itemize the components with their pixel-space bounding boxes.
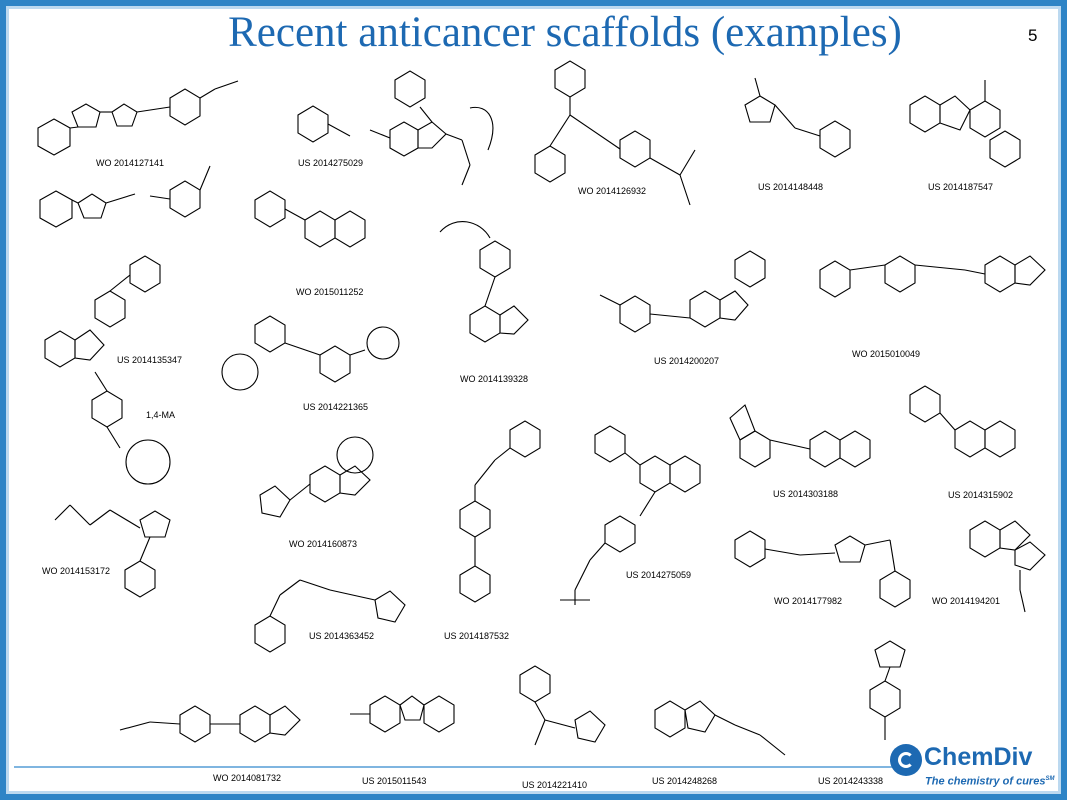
structure-us-2014148448 [744, 77, 851, 158]
label-us-2014275059: US 2014275059 [626, 570, 692, 580]
slide-title: Recent anticancer scaffolds (examples) [228, 9, 902, 56]
structure-us-2014221410 [519, 665, 606, 746]
label-us-2014315902: US 2014315902 [948, 490, 1014, 500]
label-us-2014303188: US 2014303188 [773, 489, 839, 499]
label-wo-2014126932: WO 2014126932 [578, 186, 647, 196]
structure-us-2014275059 [560, 425, 701, 605]
structure-us-2014363452 [254, 579, 406, 653]
structure-wo-2014139328 [439, 221, 529, 343]
structure-us-2014303188 [729, 404, 871, 468]
structure-wo-2014126932 [534, 60, 696, 206]
label-wo-2014081732: WO 2014081732 [213, 773, 282, 783]
slide-number: 5 [1028, 26, 1038, 45]
structure-wo-2015010049 [819, 255, 1046, 298]
structure-wo-2014160873 [259, 436, 374, 518]
structure-wo-2015011252 [254, 190, 366, 248]
structure-us-2015011543 [350, 695, 455, 733]
label-wo-2014127141: WO 2014127141 [96, 158, 165, 168]
structure-us-2014221365 [221, 315, 400, 391]
label-us-2014135347: US 2014135347 [117, 355, 183, 365]
label-wo-2014194201: WO 2014194201 [932, 596, 1001, 606]
chemdiv-logo-icon [890, 744, 922, 776]
label-us-2014363452: US 2014363452 [309, 631, 375, 641]
structure-wo-2014153172 [54, 504, 171, 598]
structure-wo-2014177982 [734, 530, 911, 608]
structure-us-2014200207 [599, 250, 766, 333]
brand-tagline: The chemistry of curesSM [925, 772, 1054, 789]
service-mark: SM [1045, 776, 1055, 782]
label-wo-2015011252: WO 2015011252 [296, 287, 364, 297]
label-us-2014221410: US 2014221410 [522, 780, 588, 790]
structure-wo-2014081732 [119, 705, 301, 743]
brand-tagline-text: The chemistry of cures [925, 775, 1046, 788]
label-wo-2014153172: WO 2014153172 [42, 566, 111, 576]
structure-us-2014243338 [869, 640, 906, 740]
structure-us-2014275029 [297, 70, 494, 186]
label-us-2014248268: US 2014248268 [652, 776, 718, 786]
label-wo-2014160873: WO 2014160873 [289, 539, 358, 549]
brand-name: ChemDiv [924, 743, 1033, 771]
label-wo-2014177982: WO 2014177982 [774, 596, 843, 606]
annotation-1-4-ma: 1,4-MA [146, 410, 176, 420]
structure-wo-2014127141-b [39, 165, 211, 228]
label-wo-2014139328: WO 2014139328 [460, 374, 529, 384]
label-us-2014200207: US 2014200207 [654, 356, 720, 366]
label-us-2014187547: US 2014187547 [928, 182, 994, 192]
footer-divider [14, 766, 894, 768]
chemdiv-logo: ChemDiv The chemistry of curesSM [888, 742, 1058, 792]
label-us-2014187532: US 2014187532 [444, 631, 510, 641]
label-us-2014243338: US 2014243338 [818, 776, 884, 786]
structure-us-2014135347 [44, 255, 171, 485]
label-us-2015011543: US 2015011543 [362, 776, 427, 786]
structure-us-2014315902 [909, 385, 1016, 458]
label-wo-2015010049: WO 2015010049 [852, 349, 921, 359]
label-us-2014275029: US 2014275029 [298, 158, 364, 168]
label-us-2014148448: US 2014148448 [758, 182, 824, 192]
structure-us-2014248268 [654, 700, 786, 756]
label-us-2014221365: US 2014221365 [303, 402, 369, 412]
structure-wo-2014127141 [37, 80, 239, 156]
structure-us-2014187532 [459, 420, 541, 603]
structure-wo-2014194201 [969, 520, 1046, 613]
structure-us-2014187547 [909, 80, 1021, 168]
